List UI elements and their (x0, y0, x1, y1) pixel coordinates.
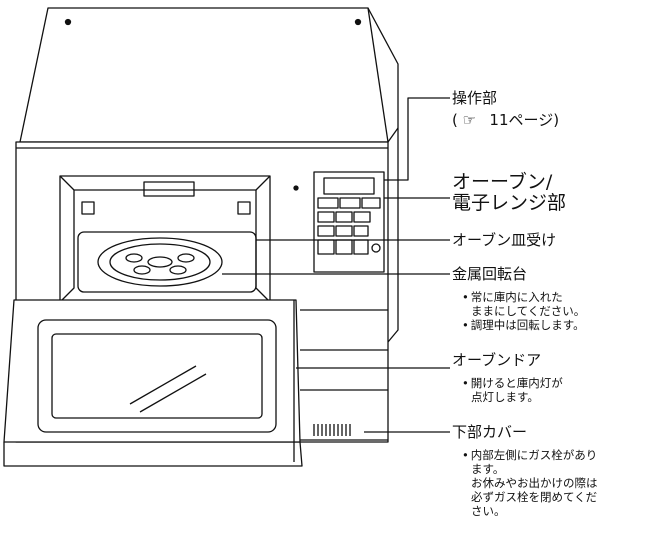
bottom-cover-note-line2: ます。 (471, 462, 505, 476)
turntable-note-2: 調理中は回転します。 (462, 318, 585, 332)
oven-door-note-line1: 開けると庫内灯が (462, 376, 563, 390)
bottom-cover-note-line5: さい。 (471, 504, 506, 518)
bottom-cover-note-line1: 内部左側にガス栓があり (462, 448, 598, 462)
oven-door-label: オーブンドア (452, 351, 542, 369)
control-panel-page-ref: ( ☞ 11ページ) (452, 112, 559, 129)
oven-range-label-line2: 電子レンジ部 (452, 192, 567, 214)
cabinet-top (19, 7, 389, 143)
turntable-label: 金属回転台 (452, 265, 528, 283)
oven-door-notes: 開けると庫内灯が 点灯します。 (462, 376, 563, 404)
turntable-note-1-line2: ままにしてください。 (471, 304, 586, 318)
oven-door-shape (3, 299, 301, 443)
bottom-cover-note-line3: お休みやお出かけの際は (471, 476, 598, 490)
turntable-note-1-line1: 常に庫内に入れた (462, 290, 585, 304)
bottom-cover-notes: 内部左側にガス栓があり ます。 お休みやお出かけの際は 必ずガス栓を閉めてくだ … (462, 448, 598, 518)
finger-pointing-icon: ☞ (462, 111, 477, 129)
oven-tray-shape (77, 231, 257, 293)
bottom-cover-note-line4: 必ずガス栓を閉めてくだ (471, 490, 598, 504)
oven-tray-label: オーブン皿受け (452, 231, 557, 249)
turntable-notes: 常に庫内に入れた ままにしてください。 調理中は回転します。 (462, 290, 586, 332)
turntable-shape (97, 237, 223, 287)
oven-range-label-line1: オーーブン/ (452, 171, 553, 193)
leader-control-panel (384, 97, 450, 181)
bottom-cover-vents (313, 424, 351, 436)
oven-door-note-line2: 点灯します。 (471, 390, 539, 404)
page-ref-text: 11ページ) (489, 111, 560, 129)
oven-cavity (59, 175, 271, 303)
cabinet-right-side (367, 7, 399, 343)
bottom-cover-label: 下部カバー (452, 423, 528, 441)
ref-open-paren: ( (452, 111, 458, 129)
control-panel-label: 操作部 (452, 89, 498, 107)
